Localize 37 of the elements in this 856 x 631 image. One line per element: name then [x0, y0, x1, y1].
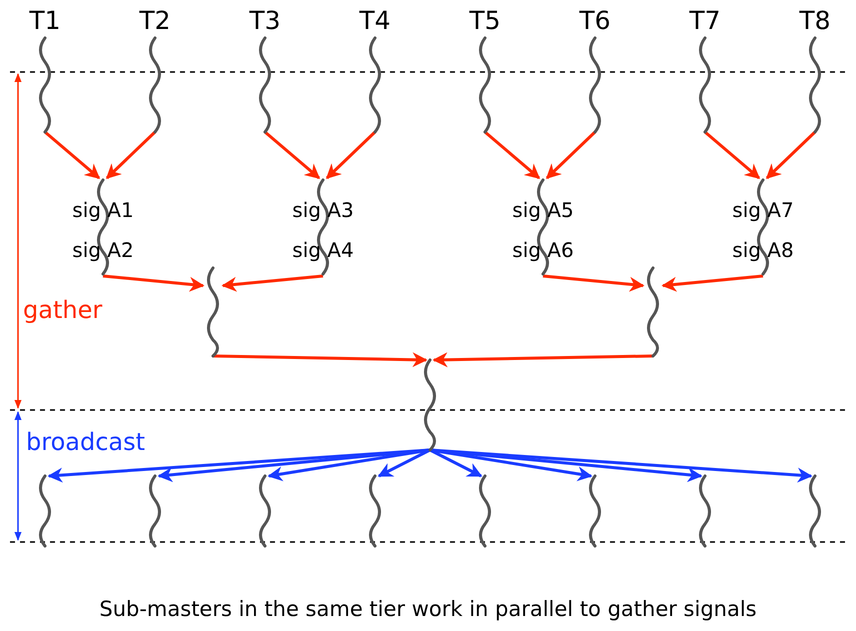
thread-label: T8 — [799, 8, 831, 33]
signal-label: sig A5 — [511, 200, 575, 220]
signal-label: sig A8 — [731, 240, 795, 260]
thread-label: T7 — [689, 8, 721, 33]
arrow — [429, 448, 482, 478]
arrow — [430, 448, 592, 482]
arrow — [222, 274, 324, 292]
thread-label: T1 — [29, 8, 61, 33]
phase-label: gather — [23, 298, 102, 322]
arrow — [704, 130, 760, 180]
arrow — [102, 274, 204, 292]
signal-label: sig A6 — [511, 240, 575, 260]
thread-label: T4 — [359, 8, 391, 33]
signal-label: sig A2 — [71, 240, 135, 260]
arrow — [378, 448, 431, 478]
thread-label: T6 — [579, 8, 611, 33]
arrow — [44, 130, 100, 180]
thread-label: T3 — [249, 8, 281, 33]
arrow — [264, 130, 320, 180]
thread-label: T5 — [469, 8, 501, 33]
arrow — [542, 274, 644, 292]
arrow — [432, 352, 654, 368]
arrow — [212, 352, 428, 368]
signal-label: sig A3 — [291, 200, 355, 220]
thread-label: T2 — [139, 8, 171, 33]
arrow — [484, 130, 540, 180]
arrow — [268, 448, 430, 482]
arrow — [326, 130, 376, 180]
arrow — [106, 130, 156, 180]
signal-label: sig A1 — [71, 200, 135, 220]
arrow — [158, 448, 430, 482]
arrow — [662, 274, 764, 292]
arrow — [546, 130, 596, 180]
signal-label: sig A4 — [291, 240, 355, 260]
arrow — [766, 130, 816, 180]
signal-label: sig A7 — [731, 200, 795, 220]
caption: Sub-masters in the same tier work in parallel to gather signals — [98, 597, 758, 621]
